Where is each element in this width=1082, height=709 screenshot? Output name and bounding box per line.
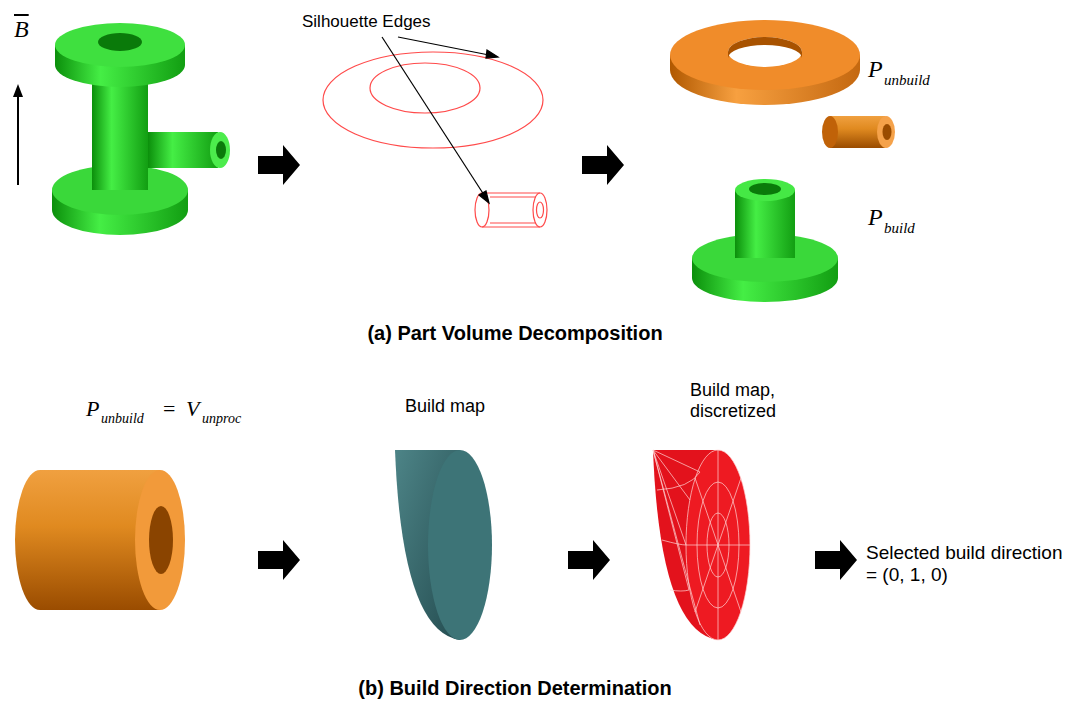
build-map-cone [395,450,492,640]
equals-sign: = [163,396,175,421]
leader-line [382,37,498,203]
step-label: Build map [405,396,485,417]
volume-subscript: unbuild [884,72,930,89]
volume-symbol: V [186,396,199,421]
volume-symbol: P [868,204,883,232]
step-label: Build map, discretized [690,380,798,421]
callout-label: Silhouette Edges [302,12,431,32]
build-direction-arrow [13,84,23,185]
volume-symbol: P [86,396,99,421]
volume-subscript: unproc [202,411,241,427]
unprocessed-volume [15,470,185,610]
result-label: Selected build direction = (0, 1, 0) [866,542,1071,586]
unbuild-volume [670,20,895,148]
discretized-build-map [653,450,750,640]
subfigure-caption: (b) Build Direction Determination [215,677,815,700]
build-direction-symbol: B [14,16,29,44]
volume-subscript: build [884,220,915,237]
spool-part [52,23,230,235]
silhouette-edges [323,52,547,227]
process-arrow [258,145,857,580]
volume-symbol: P [868,56,883,84]
volume-subscript: unbuild [101,411,144,427]
subfigure-caption: (a) Part Volume Decomposition [215,322,815,345]
build-volume [692,179,838,302]
